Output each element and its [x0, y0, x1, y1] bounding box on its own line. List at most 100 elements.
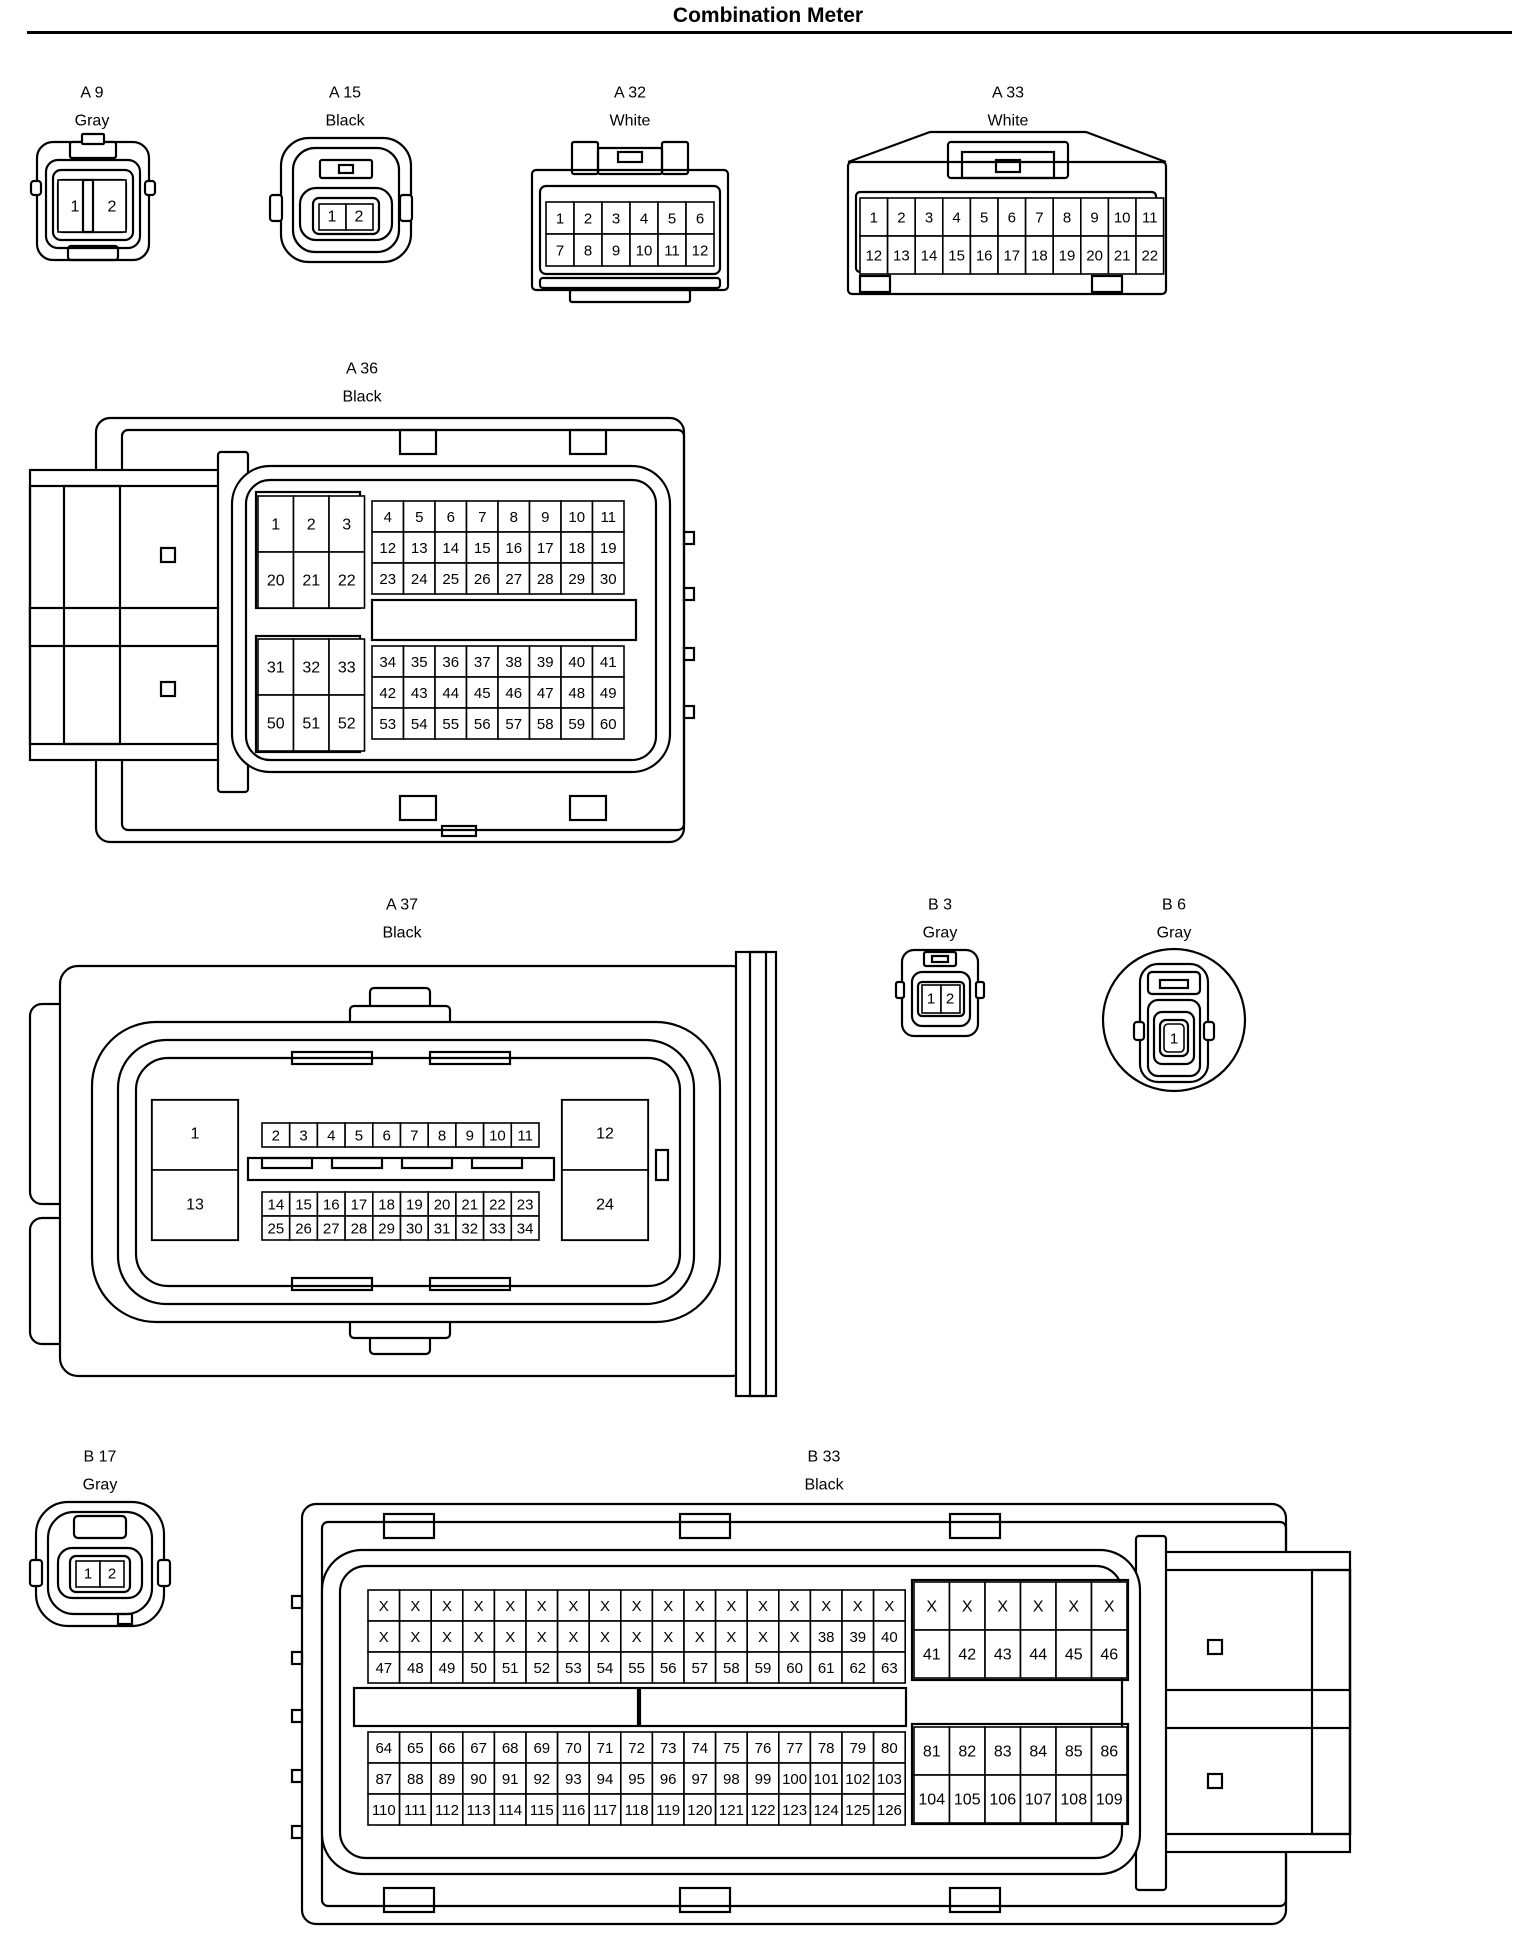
pin-cell — [841, 1762, 875, 1795]
pin-cell — [528, 707, 562, 740]
pin-cell — [525, 1651, 559, 1684]
housing-outline — [66, 244, 120, 262]
empty-pin-mark: X — [537, 1598, 547, 1615]
housing-outline — [1206, 1772, 1224, 1790]
pin-number: 105 — [954, 1792, 981, 1809]
pin-number: 18 — [568, 540, 585, 557]
housing-outline — [398, 193, 414, 223]
housing-outline — [1146, 970, 1202, 996]
pin-cell — [399, 1215, 430, 1241]
empty-pin-mark: X — [962, 1599, 973, 1616]
pin-cell — [969, 235, 999, 275]
pin-number: 6 — [382, 1128, 390, 1145]
pin-number: 3 — [299, 1128, 307, 1145]
pin-number: 53 — [379, 716, 396, 733]
pin-number: 77 — [786, 1740, 803, 1757]
pin-number: 104 — [918, 1792, 945, 1809]
pin-number: 25 — [442, 571, 459, 588]
pin-cell — [591, 500, 625, 533]
pin-number: 27 — [323, 1221, 340, 1238]
pin-cell — [556, 1731, 590, 1764]
pin-number: 75 — [723, 1740, 740, 1757]
pin-number: 44 — [442, 685, 459, 702]
pin-number: 62 — [849, 1660, 866, 1677]
pin-number: 57 — [505, 716, 522, 733]
pin-cell — [316, 1122, 346, 1148]
pin-number: 13 — [411, 540, 428, 557]
housing-outline — [382, 1886, 436, 1914]
empty-pin-mark: X — [926, 1599, 937, 1616]
housing-outline — [847, 130, 1167, 164]
pin-cell — [328, 551, 366, 609]
pin-number: 54 — [597, 1660, 614, 1677]
pin-cell — [683, 1589, 717, 1622]
connector-color: Gray — [75, 113, 110, 130]
pin-number: 59 — [568, 716, 585, 733]
pin-number: 68 — [502, 1740, 519, 1757]
pin-number: 49 — [600, 685, 617, 702]
housing-outline — [1202, 1020, 1216, 1042]
pin-cell — [872, 1793, 906, 1826]
empty-pin-mark: X — [568, 1629, 578, 1646]
pin-cell — [969, 197, 999, 237]
connector-id: B 33 — [808, 1449, 841, 1466]
pin-number: 6 — [447, 509, 455, 526]
pin-cell — [367, 1731, 401, 1764]
pin-number: 89 — [439, 1771, 456, 1788]
pin-cell — [560, 707, 594, 740]
pin-number: 120 — [687, 1802, 712, 1819]
pin-cell — [1052, 197, 1082, 237]
pin-cell — [573, 233, 603, 267]
pin-number: 11 — [600, 509, 616, 526]
pin-cell — [434, 562, 468, 595]
housing-outline — [948, 1886, 1002, 1914]
pin-cell — [497, 645, 531, 678]
pin-number: 1 — [271, 517, 280, 534]
pin-cell — [434, 500, 468, 533]
pin-cell — [461, 1762, 496, 1795]
pin-number: 85 — [1065, 1744, 1083, 1761]
pin-number: 11 — [1142, 210, 1158, 227]
housing-outline — [398, 428, 438, 456]
pin-number: 38 — [818, 1629, 835, 1646]
housing-outline — [654, 1148, 670, 1182]
pin-cell — [560, 562, 594, 595]
housing-outline — [1158, 1018, 1190, 1058]
connector-color: White — [988, 113, 1029, 130]
housing-outline — [678, 1512, 732, 1540]
pin-number: 33 — [489, 1221, 506, 1238]
pin-cell — [288, 1215, 319, 1241]
pin-number: 8 — [1063, 210, 1071, 227]
pin-cell — [809, 1620, 843, 1653]
pin-cell — [318, 203, 347, 231]
housing-outline — [678, 1886, 732, 1914]
pin-number: 29 — [568, 571, 585, 588]
pin-cell — [497, 500, 531, 533]
housing-outline — [638, 1686, 908, 1728]
pin-number: 70 — [565, 1740, 582, 1757]
pin-number: 110 — [372, 1802, 396, 1819]
pin-number: 34 — [379, 654, 396, 671]
pin-number: 39 — [849, 1629, 866, 1646]
housing-outline — [440, 824, 478, 838]
pin-number: 52 — [533, 1660, 550, 1677]
pin-cell — [292, 551, 330, 609]
pin-number: 28 — [537, 571, 554, 588]
pin-cell — [1163, 1023, 1185, 1053]
pin-cell — [941, 235, 972, 275]
pin-cell — [398, 1731, 433, 1764]
pin-number: 79 — [849, 1740, 866, 1757]
pin-cell — [1135, 197, 1165, 237]
pin-cell — [371, 1191, 402, 1217]
pin-number: 7 — [1035, 210, 1043, 227]
pin-cell — [561, 1169, 649, 1241]
pin-number: 1 — [556, 211, 564, 228]
pin-number: 118 — [625, 1802, 649, 1819]
empty-pin-mark: X — [695, 1629, 705, 1646]
pin-number: 81 — [923, 1744, 941, 1761]
pin-number: 3 — [342, 517, 351, 534]
pin-number: 13 — [186, 1197, 204, 1214]
housing-outline — [1158, 978, 1190, 990]
